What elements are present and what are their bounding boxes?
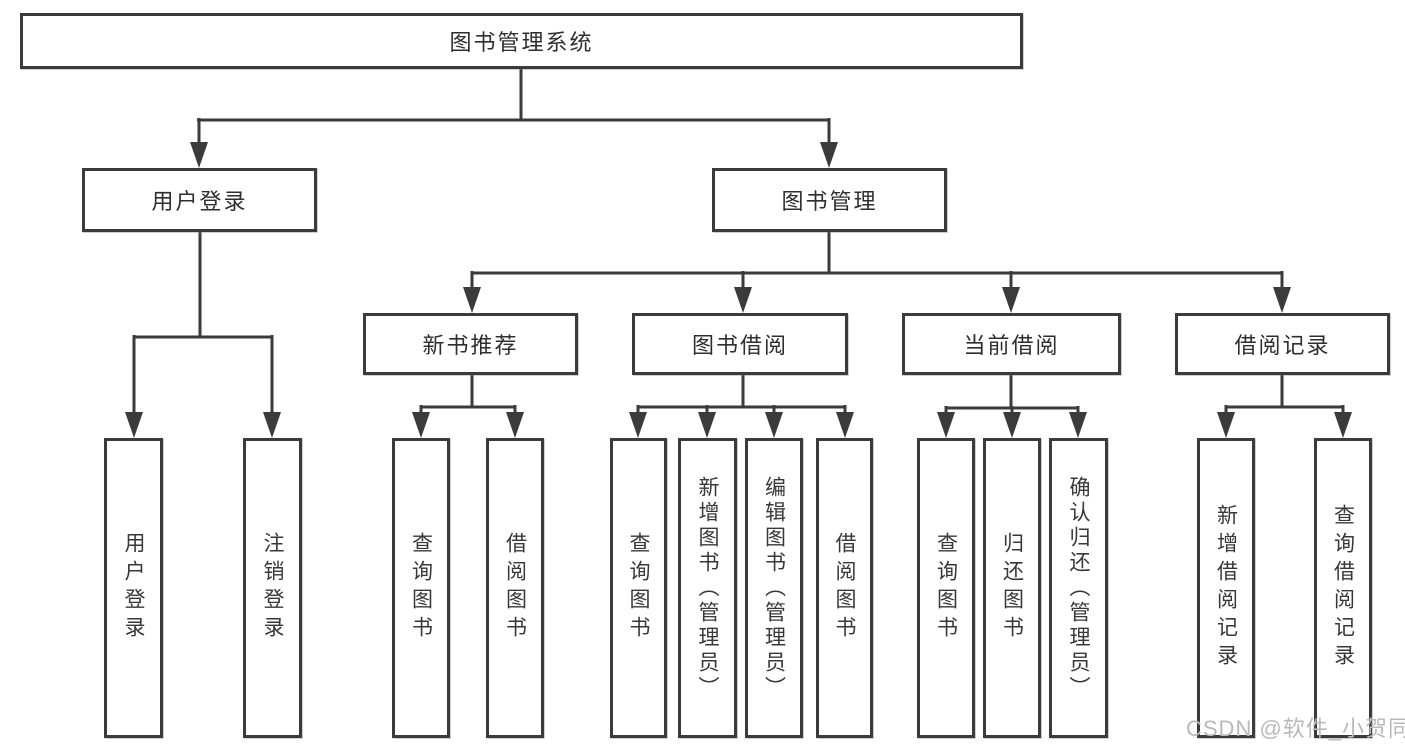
leaf-label: 查询图书 xyxy=(627,532,650,644)
leaf-label: 新增图书（管理员） xyxy=(696,475,719,701)
leaf-label: 查询图书 xyxy=(934,532,958,644)
leaf-query-books-borrow: 查询图书 xyxy=(610,438,667,738)
node-new-book-recommend: 新书推荐 xyxy=(363,313,578,375)
leaf-label: 新增借阅记录 xyxy=(1214,504,1238,672)
leaf-label: 编辑图书（管理员） xyxy=(762,475,786,701)
leaf-label: 注销登录 xyxy=(261,532,284,644)
node-root-book-management-system: 图书管理系统 xyxy=(20,13,1023,69)
leaf-add-borrow-record: 新增借阅记录 xyxy=(1197,438,1255,738)
leaf-query-books-recommend: 查询图书 xyxy=(392,438,450,738)
edges-book-borrow-to-leaves xyxy=(629,375,854,438)
leaf-query-borrow-record: 查询借阅记录 xyxy=(1314,438,1372,738)
node-label: 借阅记录 xyxy=(1234,333,1331,358)
leaf-label: 查询借阅记录 xyxy=(1331,504,1355,672)
leaf-add-books-admin: 新增图书（管理员） xyxy=(678,438,737,738)
node-label: 图书管理系统 xyxy=(449,30,594,55)
leaf-edit-books-admin: 编辑图书（管理员） xyxy=(745,438,803,738)
leaf-label: 用户登录 xyxy=(122,532,145,644)
node-current-borrowing: 当前借阅 xyxy=(902,313,1121,375)
leaf-confirm-return-admin: 确认归还（管理员） xyxy=(1049,438,1108,738)
leaf-return-books: 归还图书 xyxy=(983,438,1041,738)
edges-borrow-records-to-leaves xyxy=(1217,375,1352,438)
leaf-borrow-books-recommend: 借阅图书 xyxy=(486,438,544,738)
leaf-logout: 注销登录 xyxy=(243,438,302,738)
node-user-login: 用户登录 xyxy=(82,168,317,232)
leaf-label: 归还图书 xyxy=(1000,532,1024,644)
leaf-borrow-books: 借阅图书 xyxy=(816,438,873,738)
leaf-label: 查询图书 xyxy=(409,532,433,644)
leaf-label: 借阅图书 xyxy=(503,532,527,644)
node-borrowing-records: 借阅记录 xyxy=(1175,313,1390,375)
node-label: 新书推荐 xyxy=(422,333,519,358)
node-label: 用户登录 xyxy=(151,189,248,214)
node-label: 图书管理 xyxy=(781,189,878,214)
node-book-management: 图书管理 xyxy=(712,168,947,232)
edges-new-books-to-leaves xyxy=(412,375,524,438)
edges-root-to-level2 xyxy=(190,69,838,168)
leaf-user-login: 用户登录 xyxy=(104,438,163,738)
watermark-text: CSDN @软件_小贺同学 xyxy=(1186,716,1405,741)
leaf-label: 确认归还（管理员） xyxy=(1067,475,1090,701)
leaf-query-books-current: 查询图书 xyxy=(917,438,975,738)
node-book-borrowing: 图书借阅 xyxy=(632,313,848,375)
edges-book-mgmt-to-level3 xyxy=(463,232,1291,313)
edges-current-borrow-to-leaves xyxy=(937,375,1087,438)
edges-user-login-to-leaves xyxy=(125,232,281,438)
node-label: 当前借阅 xyxy=(963,333,1060,358)
leaf-label: 借阅图书 xyxy=(833,532,856,644)
node-label: 图书借阅 xyxy=(691,333,788,358)
